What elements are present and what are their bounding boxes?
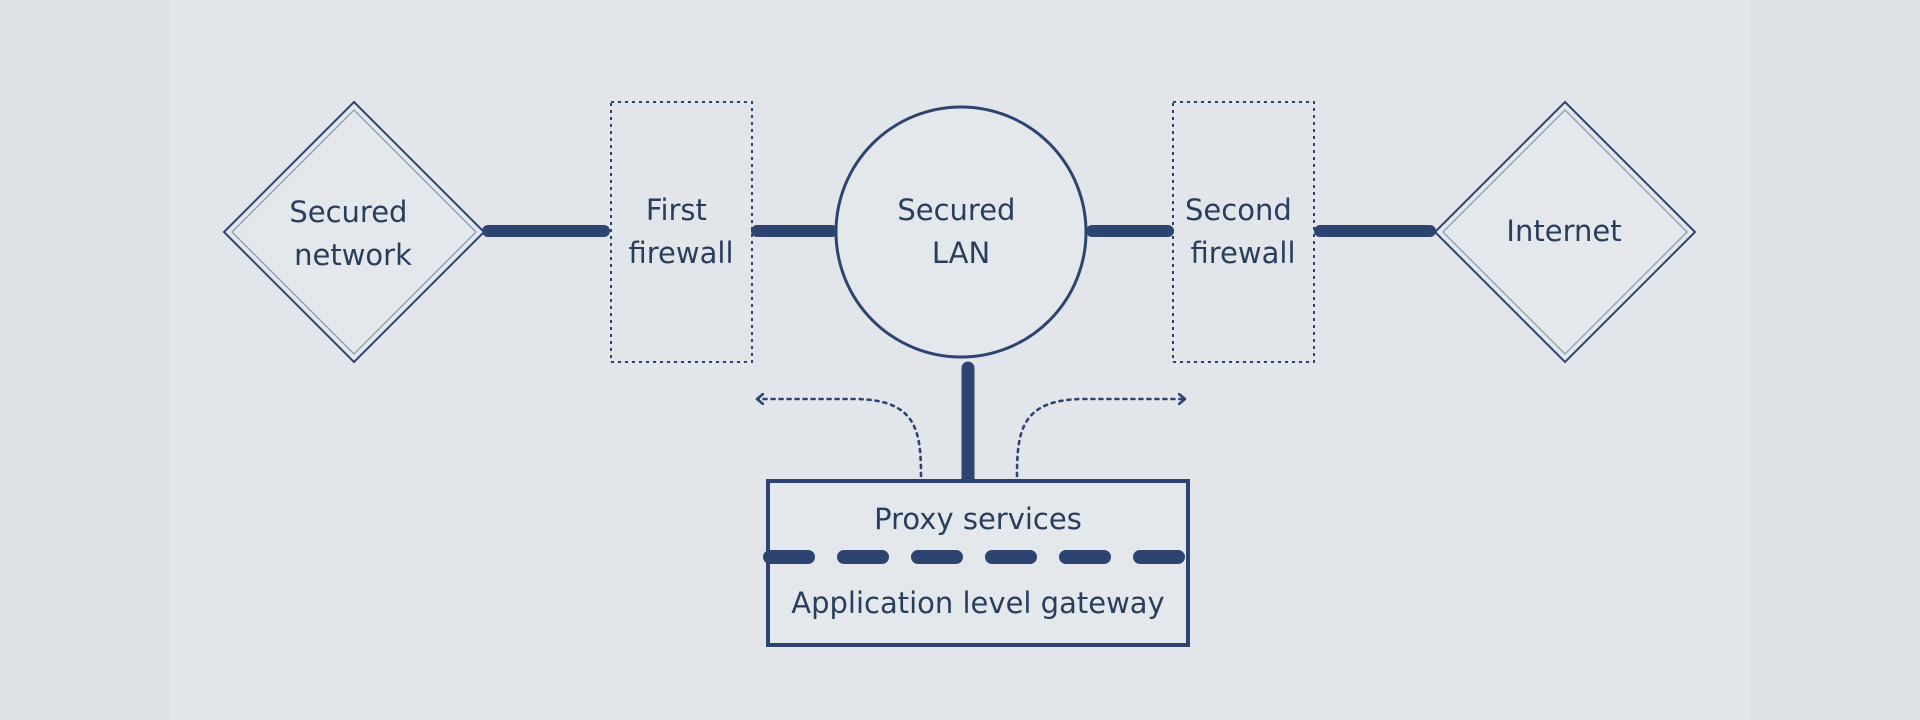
- secured-lan-label-line2: LAN: [932, 236, 990, 270]
- second-firewall-label-line1: Second: [1185, 193, 1292, 227]
- first-firewall-label-line2: firewall: [629, 236, 734, 270]
- outbound-arrow-left: [758, 399, 923, 478]
- first-firewall-label: First firewall: [629, 193, 734, 270]
- secured-lan-label-line1: Secured: [897, 193, 1015, 227]
- second-firewall-label-line2: firewall: [1191, 236, 1296, 270]
- internet-label-line1: Internet: [1506, 214, 1621, 248]
- internet-label: Internet: [1506, 214, 1621, 248]
- secured-lan-node: Secured LAN: [834, 105, 1088, 359]
- second-firewall-label: Second firewall: [1185, 193, 1301, 270]
- secured-lan-label: Secured LAN: [897, 193, 1024, 270]
- proxy-gateway-node: Proxy services Application level gateway: [763, 479, 1193, 647]
- second-firewall-node: Second firewall: [1172, 101, 1315, 363]
- secured-network-label: Secured network: [289, 195, 416, 272]
- outbound-arrow-right: [1015, 399, 1184, 478]
- secured-network-label-line2: network: [294, 238, 412, 272]
- first-firewall-label-line1: First: [646, 193, 707, 227]
- proxy-services-label: Proxy services: [874, 502, 1082, 536]
- secured-network-node: Secured network: [222, 100, 486, 364]
- secured-network-label-line1: Secured: [289, 195, 407, 229]
- internet-node: Internet: [1433, 100, 1697, 364]
- first-firewall-node: First firewall: [610, 101, 753, 363]
- application-gateway-label: Application level gateway: [791, 586, 1164, 620]
